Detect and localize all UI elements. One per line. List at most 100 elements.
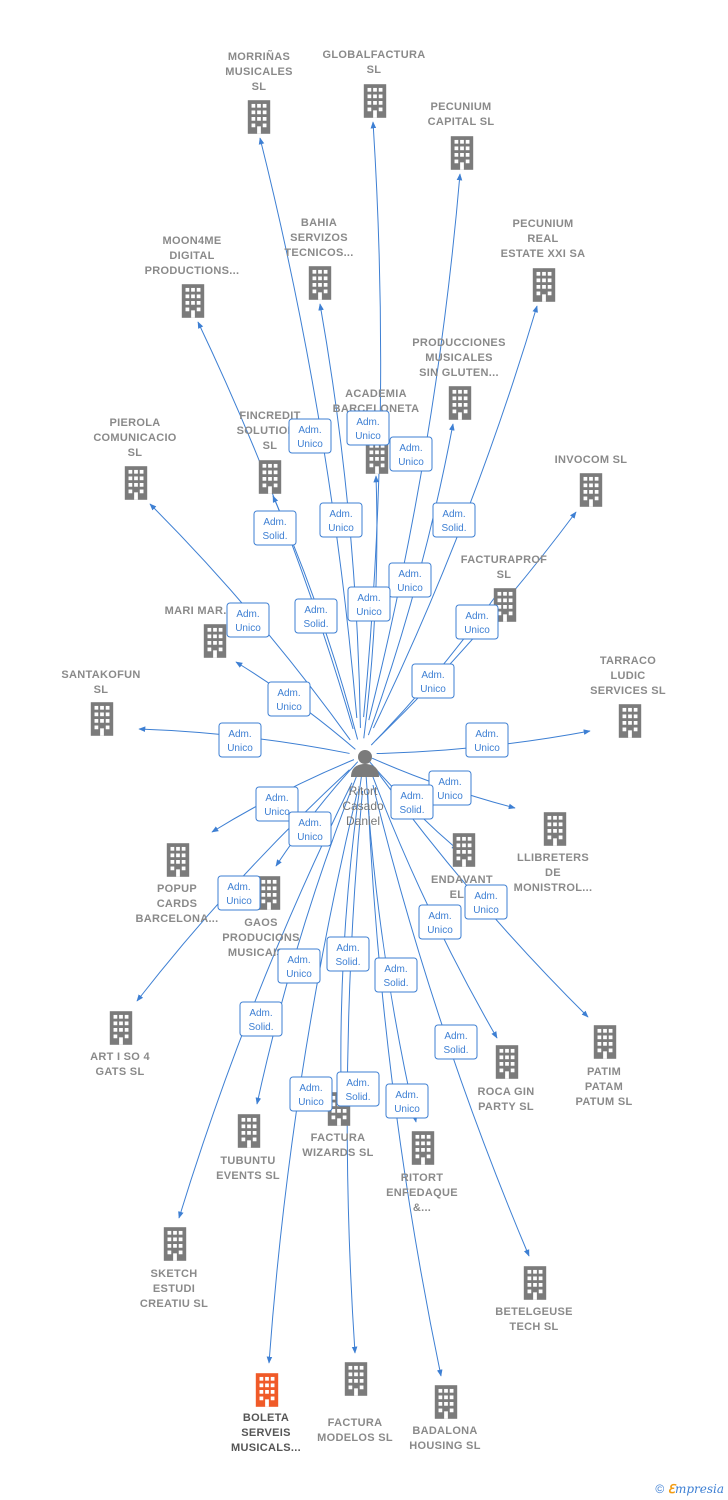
role-badge[interactable]: Adm.Solid.	[434, 1024, 478, 1060]
role-badge[interactable]: Adm.Solid.	[336, 1071, 380, 1107]
node-label-line: SL	[128, 447, 143, 459]
role-badge[interactable]: Adm.Unico	[455, 604, 499, 640]
center-person[interactable]: Ritort Casado Daniel	[342, 750, 384, 828]
building-icon	[363, 84, 387, 118]
role-badge[interactable]: Adm.Unico	[289, 1076, 333, 1112]
badge-box	[319, 502, 363, 538]
node-label-line: MUSICALES	[225, 66, 292, 78]
node-label-line: SKETCH	[150, 1268, 197, 1280]
node-llibreters[interactable]: LLIBRETERSDEMONISTROL...	[514, 812, 593, 894]
building-icon	[448, 386, 472, 420]
badge-line-1: Adm.	[474, 891, 497, 902]
node-label-line: ESTUDI	[153, 1283, 195, 1295]
badge-line-1: Adm.	[329, 509, 352, 520]
node-gaos[interactable]: GAOSPRODUCIONSMUSICAIS...	[222, 876, 300, 959]
role-badge[interactable]: Adm.Solid.	[294, 598, 338, 634]
building-icon	[247, 100, 271, 134]
role-badge[interactable]: Adm.Unico	[226, 602, 270, 638]
node-label-line: RITORT	[401, 1172, 444, 1184]
badge-line-1: Adm.	[475, 729, 498, 740]
node-moon4me[interactable]: MOON4MEDIGITALPRODUCTIONS...	[145, 235, 240, 318]
node-invocom[interactable]: INVOCOM SL	[555, 454, 628, 507]
badge-line-2: Unico	[356, 607, 382, 618]
node-label-line: SERVIZOS	[290, 232, 348, 244]
role-badge[interactable]: Adm.Unico	[217, 875, 261, 911]
badge-box	[217, 875, 261, 911]
role-badge[interactable]: Adm. Unico	[465, 722, 509, 758]
badge-box	[385, 1083, 429, 1119]
building-icon	[618, 704, 642, 738]
role-badge[interactable]: Adm.Unico	[288, 811, 332, 847]
role-badge[interactable]: Adm.Unico	[464, 884, 508, 920]
node-label-line: INVOCOM SL	[555, 454, 628, 466]
building-icon	[344, 1362, 368, 1396]
role-badge[interactable]: Adm.Solid.	[374, 957, 418, 993]
node-label-line: PARTY SL	[478, 1101, 534, 1113]
person-name-line-3: Daniel	[346, 814, 380, 828]
role-badge[interactable]: Adm.Solid.	[326, 936, 370, 972]
role-badge[interactable]: Adm.Unico	[255, 786, 299, 822]
building-icon	[543, 812, 567, 846]
role-badge[interactable]: Adm.Unico	[346, 410, 390, 446]
role-badge[interactable]: Adm.Unico	[388, 562, 432, 598]
node-label-line: COMUNICACIO	[93, 432, 176, 444]
node-label-line: BARCELONA...	[135, 913, 218, 925]
building-icon	[411, 1131, 435, 1165]
role-badge[interactable]: Adm.Unico	[347, 586, 391, 622]
role-badge[interactable]: Adm.Unico	[389, 436, 433, 472]
role-badge[interactable]: Adm.Solid.	[239, 1001, 283, 1037]
node-boleta[interactable]: BOLETASERVEISMUSICALS...	[231, 1373, 301, 1454]
node-label-line: BETELGEUSE	[495, 1306, 573, 1318]
badge-line-1: Adm.	[444, 1031, 467, 1042]
badge-box	[255, 786, 299, 822]
edges-layer	[136, 121, 591, 1377]
badge-line-1: Adm.	[228, 729, 251, 740]
node-label-line: SL	[367, 64, 382, 76]
role-badge[interactable]: Adm.Unico	[267, 681, 311, 717]
node-label-line: TUBUNTU	[220, 1155, 275, 1167]
badge-line-1: Adm.	[438, 777, 461, 788]
node-bahia[interactable]: BAHIASERVIZOSTECNICOS...	[284, 217, 353, 300]
role-badge[interactable]: Adm.Unico	[218, 722, 262, 758]
brand-logo: ℇmpresia	[667, 1482, 724, 1496]
role-badge[interactable]: Adm.Unico	[418, 904, 462, 940]
role-badge[interactable]: Adm.Unico	[385, 1083, 429, 1119]
node-label-line: HOUSING SL	[409, 1440, 480, 1452]
role-badge[interactable]: Adm.Unico	[277, 948, 321, 984]
node-popup[interactable]: POPUPCARDSBARCELONA...	[135, 843, 218, 925]
badge-line-2: Unico	[474, 743, 500, 754]
role-badge[interactable]: Adm.Unico	[428, 770, 472, 806]
role-badge[interactable]: Adm.Solid.	[390, 784, 434, 820]
badge-line-1: Adm.	[287, 955, 310, 966]
node-mari-mar[interactable]: MARI MAR...	[165, 605, 234, 658]
badge-box	[326, 936, 370, 972]
node-label-line: SL	[252, 81, 267, 93]
role-badge[interactable]: Adm.Unico	[288, 418, 332, 454]
node-ritort-enfedaque[interactable]: RITORTENFEDAQUE&...	[386, 1131, 458, 1214]
role-badge[interactable]: Adm.Unico	[411, 663, 455, 699]
role-badge[interactable]: Adm.Solid.	[253, 510, 297, 546]
building-icon	[124, 466, 148, 500]
node-label-line: ART I SO 4	[90, 1051, 150, 1063]
role-badge[interactable]: Adm.Unico	[319, 502, 363, 538]
role-badge[interactable]: Adm.Solid.	[432, 502, 476, 538]
